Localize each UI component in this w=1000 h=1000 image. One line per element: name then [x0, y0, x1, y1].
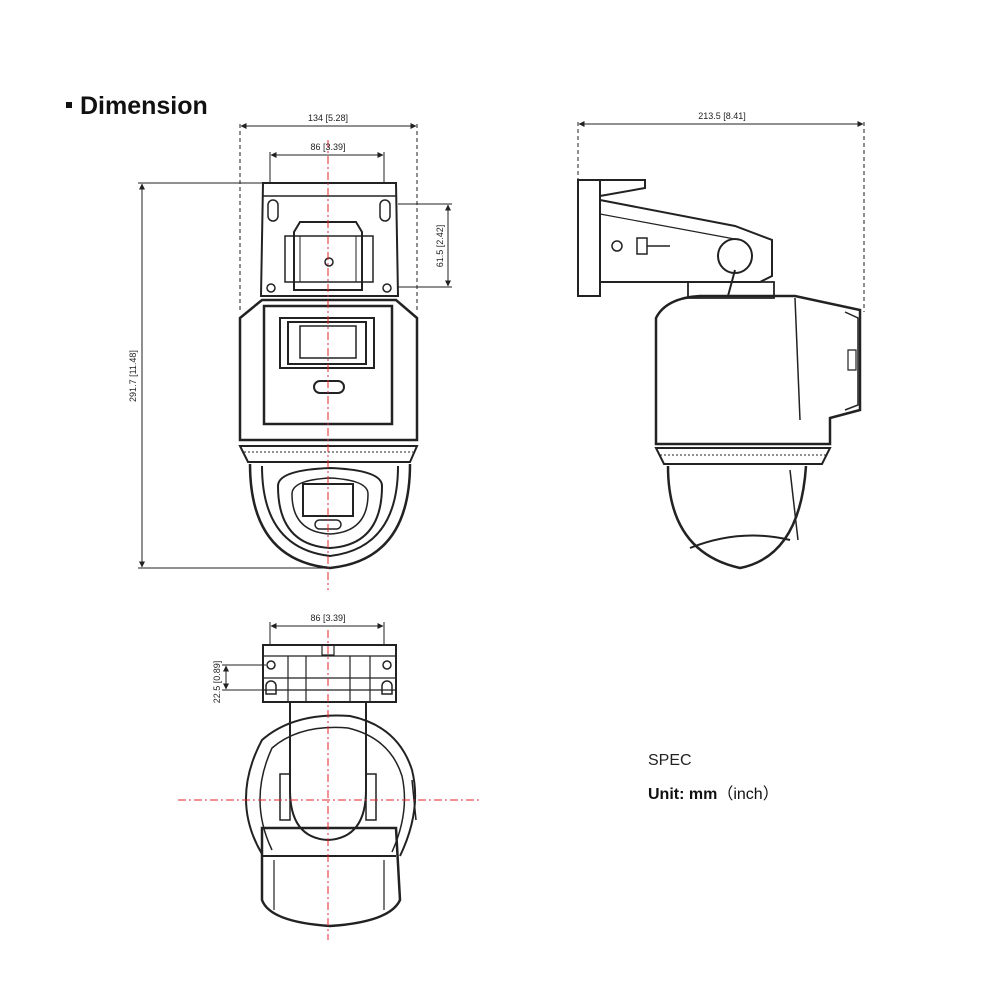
- front-dimension-lines: [138, 123, 452, 569]
- page-title-text: Dimension: [80, 92, 208, 120]
- page-title: Dimension: [66, 92, 208, 121]
- unit-mm: mm: [688, 786, 718, 803]
- spec-heading: SPEC: [648, 752, 692, 769]
- side-depth-label: 213.5 [8.41]: [698, 111, 746, 121]
- unit-label: Unit:: [648, 786, 685, 803]
- front-height-label: 291.7 [11.48]: [128, 350, 138, 402]
- top-hole-offset-label: 22.5 [0.89]: [212, 661, 222, 704]
- front-view: [238, 182, 419, 570]
- top-view: [245, 644, 417, 928]
- unit-inch: （inch）: [717, 786, 779, 803]
- top-dimension-lines: [222, 622, 385, 691]
- side-view: [577, 179, 862, 570]
- front-width-label: 134 [5.28]: [308, 113, 348, 123]
- unit-line: Unit: mm（inch）: [648, 780, 779, 804]
- bullet-icon: [66, 102, 72, 109]
- top-mount-width-label: 86 [3.39]: [310, 613, 345, 623]
- side-dimension-lines: [577, 121, 865, 312]
- front-bracket-height-label: 61.5 [2.42]: [435, 225, 445, 268]
- top-centerlines: [178, 630, 480, 940]
- front-mount-width-label: 86 [3.39]: [310, 142, 345, 152]
